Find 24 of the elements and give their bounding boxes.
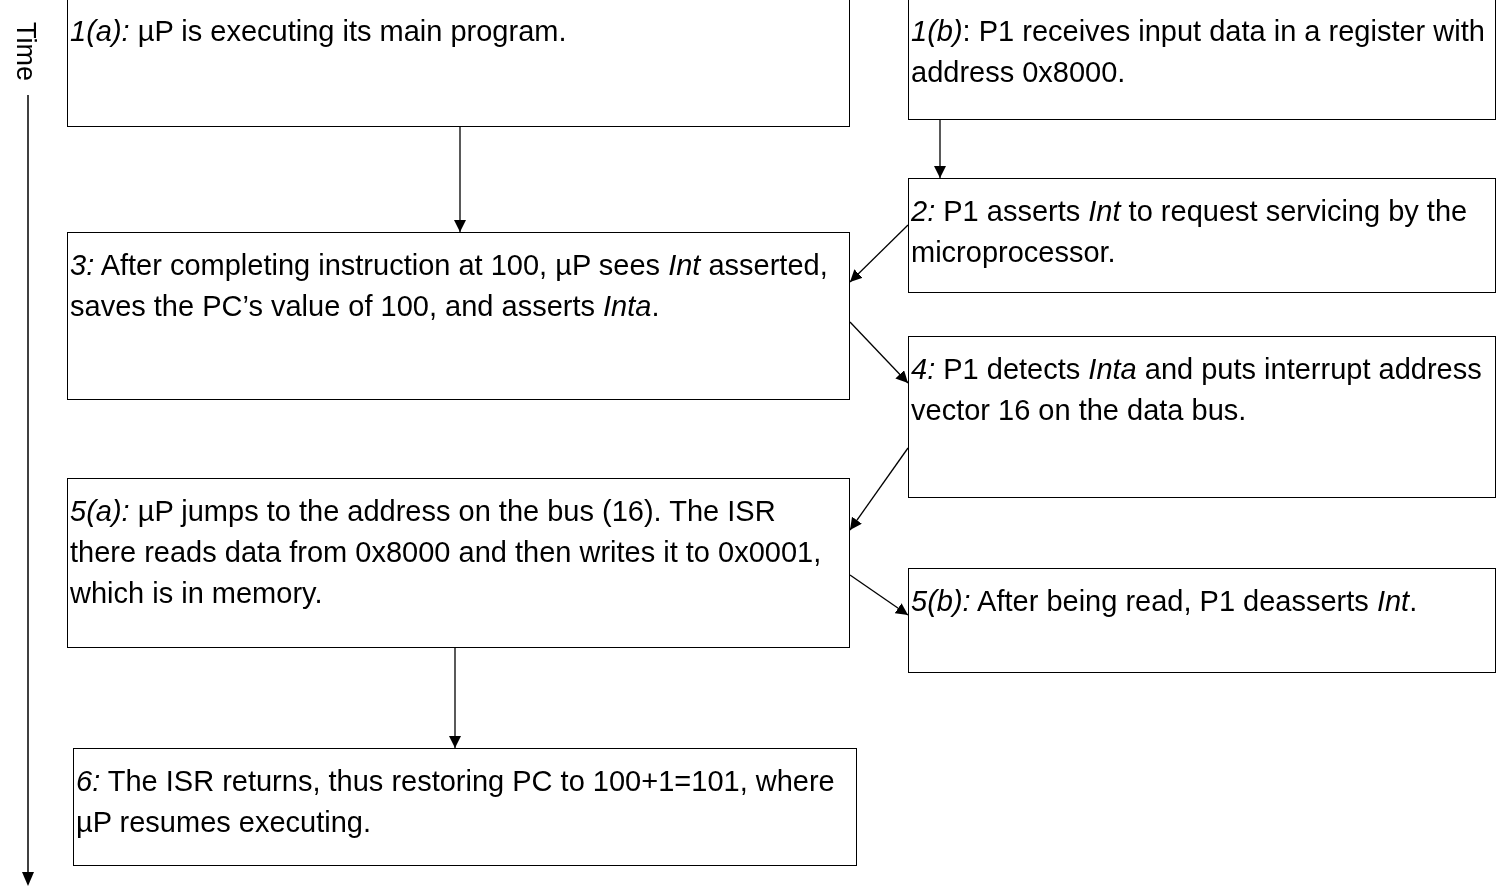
arrow	[449, 647, 461, 749]
step-text: 1(b): P1 receives input data in a register with address 0x8000.	[911, 14, 1486, 90]
arrow	[849, 574, 909, 616]
step-text: 3: After completing instruction at 100, µP sees Int asserted, saves the PC’s value of 100, and asserts Inta.	[70, 248, 829, 324]
arrow	[849, 224, 909, 283]
arrow	[934, 119, 946, 179]
step-text: 4: P1 detects Inta and puts interrupt address vector 16 on the data bus.	[911, 352, 1483, 428]
arrow	[849, 447, 909, 531]
step-box	[908, 0, 1496, 120]
step-box	[908, 336, 1496, 498]
step-text: 5(a): µP jumps to the address on the bus (16). The ISR there reads data from 0x8000 and then writes it to 0x0001, which is in memory.	[70, 494, 823, 611]
step-text: 6: The ISR returns, thus restoring PC to 100+1=101, where µP resumes executing.	[76, 764, 836, 840]
arrow	[454, 126, 466, 233]
step-text: 2: P1 asserts Int to request servicing by the microprocessor.	[911, 194, 1469, 270]
axis-label: Time	[12, 22, 39, 81]
step-box	[67, 0, 850, 127]
step-box	[908, 568, 1496, 673]
step-box	[67, 232, 850, 400]
step-box	[908, 178, 1496, 293]
step-box	[67, 478, 850, 648]
step-box	[73, 748, 857, 866]
step-text: 1(a): µP is executing its main program.	[70, 14, 568, 49]
arrow	[849, 321, 909, 384]
step-text: 5(b): After being read, P1 deasserts Int.	[911, 584, 1419, 619]
